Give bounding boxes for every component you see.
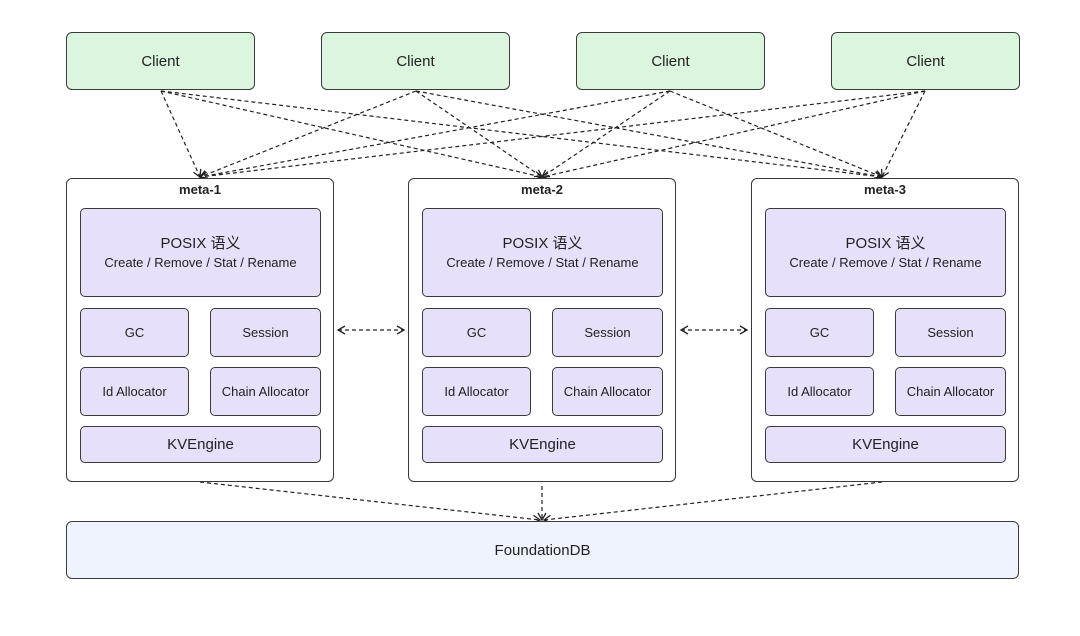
id-allocator-block: Id Allocator <box>422 367 531 416</box>
client-label: Client <box>651 52 690 70</box>
meta-title: meta-2 <box>521 182 563 197</box>
chain-allocator-label: Chain Allocator <box>221 384 310 399</box>
client-label: Client <box>141 52 180 70</box>
meta-server-2: meta-2 POSIX 语义 Create / Remove / Stat /… <box>408 178 676 482</box>
posix-operations: Create / Remove / Stat / Rename <box>789 254 982 270</box>
client-node: Client <box>576 32 765 90</box>
gc-block: GC <box>422 308 531 357</box>
client-to-meta-connector <box>160 90 202 179</box>
id-allocator-block: Id Allocator <box>80 367 189 416</box>
chain-allocator-block: Chain Allocator <box>210 367 321 416</box>
client-to-meta-connector <box>198 90 671 181</box>
id-allocator-label: Id Allocator <box>444 384 509 399</box>
gc-block: GC <box>80 308 189 357</box>
meta-server-3: meta-3 POSIX 语义 Create / Remove / Stat /… <box>751 178 1019 482</box>
posix-semantics-block: POSIX 语义 Create / Remove / Stat / Rename <box>765 208 1006 297</box>
kvengine-block: KVEngine <box>80 426 321 463</box>
kvengine-block: KVEngine <box>422 426 663 463</box>
kvengine-label: KVEngine <box>167 436 234 453</box>
client-to-meta-connector <box>198 90 926 181</box>
client-to-meta-connector <box>540 90 926 180</box>
chain-allocator-block: Chain Allocator <box>552 367 663 416</box>
meta-to-db-connector <box>199 481 542 524</box>
client-label: Client <box>396 52 435 70</box>
gc-label: GC <box>809 325 830 340</box>
client-node: Client <box>321 32 510 90</box>
meta-to-db-connector <box>542 481 883 524</box>
client-label: Client <box>906 52 945 70</box>
client-to-meta-connector <box>198 90 417 179</box>
session-label: Session <box>584 325 631 340</box>
posix-title: POSIX 语义 <box>845 234 926 252</box>
posix-operations: Create / Remove / Stat / Rename <box>104 254 297 270</box>
gc-label: GC <box>466 325 487 340</box>
client-to-meta-connector <box>669 90 884 179</box>
session-label: Session <box>242 325 289 340</box>
session-block: Session <box>552 308 663 357</box>
session-block: Session <box>210 308 321 357</box>
meta-title: meta-3 <box>864 182 906 197</box>
client-to-meta-connector <box>540 90 671 178</box>
posix-operations: Create / Remove / Stat / Rename <box>446 254 639 270</box>
foundationdb-node: FoundationDB <box>66 521 1019 579</box>
id-allocator-label: Id Allocator <box>102 384 167 399</box>
id-allocator-block: Id Allocator <box>765 367 874 416</box>
client-to-meta-connector <box>160 90 544 180</box>
posix-title: POSIX 语义 <box>502 234 583 252</box>
session-label: Session <box>927 325 974 340</box>
posix-semantics-block: POSIX 语义 Create / Remove / Stat / Rename <box>80 208 321 297</box>
session-block: Session <box>895 308 1006 357</box>
client-to-meta-connector <box>880 90 926 179</box>
kvengine-label: KVEngine <box>509 436 576 453</box>
client-to-meta-connector <box>160 90 884 181</box>
client-node: Client <box>831 32 1020 90</box>
posix-semantics-block: POSIX 语义 Create / Remove / Stat / Rename <box>422 208 663 297</box>
client-node: Client <box>66 32 255 90</box>
kvengine-block: KVEngine <box>765 426 1006 463</box>
id-allocator-label: Id Allocator <box>787 384 852 399</box>
chain-allocator-label: Chain Allocator <box>563 384 652 399</box>
client-to-meta-connector <box>415 90 884 181</box>
client-to-meta-connector <box>415 90 544 178</box>
meta-title: meta-1 <box>179 182 221 197</box>
posix-title: POSIX 语义 <box>160 234 241 252</box>
kvengine-label: KVEngine <box>852 436 919 453</box>
gc-block: GC <box>765 308 874 357</box>
foundationdb-label: FoundationDB <box>494 541 591 559</box>
gc-label: GC <box>124 325 145 340</box>
meta-server-1: meta-1 POSIX 语义 Create / Remove / Stat /… <box>66 178 334 482</box>
chain-allocator-block: Chain Allocator <box>895 367 1006 416</box>
chain-allocator-label: Chain Allocator <box>906 384 995 399</box>
